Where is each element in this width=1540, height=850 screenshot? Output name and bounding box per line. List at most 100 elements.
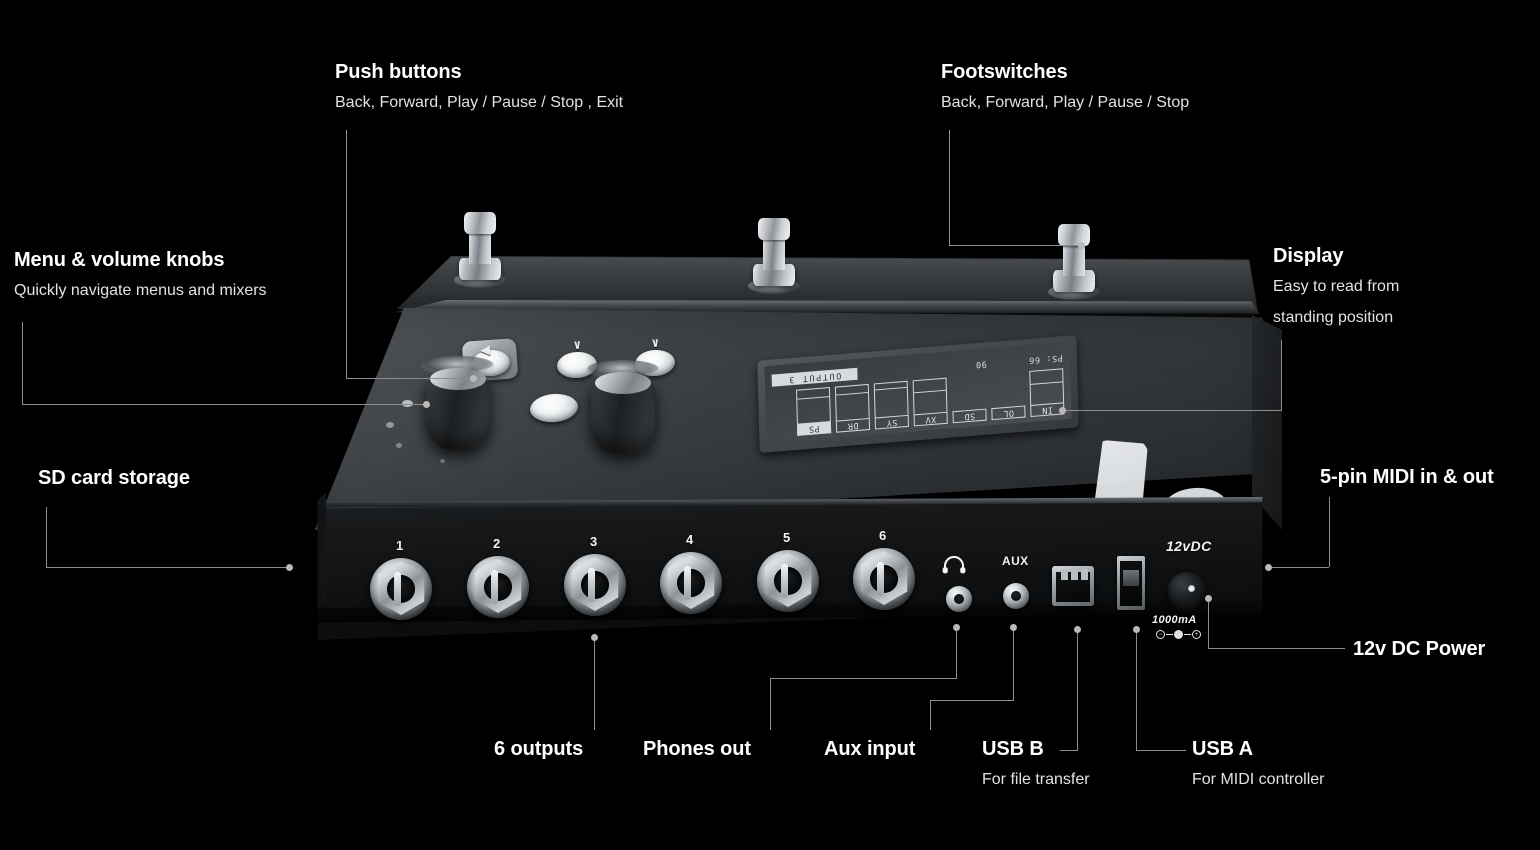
usb-b-pin: [1061, 569, 1068, 580]
callout-sd-card: SD card storage: [38, 466, 190, 490]
output-jack-5[interactable]: [757, 550, 819, 612]
polarity-outer-ring: +: [1192, 630, 1201, 639]
usb-a-port[interactable]: [1117, 556, 1145, 610]
callout-subtitle: For MIDI controller: [1192, 771, 1325, 788]
top-panel-pip: [386, 422, 394, 428]
callout-usb-a: USB A For MIDI controller: [1192, 737, 1324, 795]
lcd-channel: SD: [951, 375, 987, 424]
jack-hole: [581, 571, 609, 599]
footswitch-cap: [758, 218, 790, 240]
callout-title: 6 outputs: [494, 738, 584, 760]
device-illustration: ◀ ∨ ∨ IN: [290, 200, 1290, 680]
lcd-channel-fill: [1029, 368, 1064, 386]
polarity-center-pin: [1174, 630, 1183, 639]
top-panel-pip: [396, 443, 402, 448]
callout-footswitches: Footswitches Back, Forward, Play / Pause…: [941, 60, 1189, 118]
footswitch-3[interactable]: [1048, 224, 1100, 300]
headphones-icon: [942, 556, 966, 574]
top-panel-pip: [402, 400, 413, 407]
jack-slot: [781, 564, 788, 598]
polarity-line: [1166, 633, 1173, 636]
usb-b-pin: [1071, 569, 1078, 580]
aux-label: AUX: [1002, 554, 1029, 568]
lcd-status-mid: 90: [975, 358, 987, 370]
callout-usb-b: USB B For file transfer: [982, 737, 1090, 795]
footswitch-shaft: [763, 236, 785, 270]
callout-push-buttons: Push buttons Back, Forward, Play / Pause…: [335, 60, 623, 118]
dc-power-jack[interactable]: [1167, 572, 1207, 612]
output-jack-2[interactable]: [467, 556, 529, 618]
callout-title: Footswitches: [941, 61, 1068, 83]
output-jack-number: 6: [879, 528, 887, 543]
aux-jack[interactable]: [1003, 583, 1029, 609]
output-jack-6[interactable]: [853, 548, 915, 610]
jack-hole: [774, 567, 802, 595]
output-jack-number: 1: [396, 538, 404, 553]
jack-hole: [677, 569, 705, 597]
output-jack-number: 4: [686, 532, 694, 547]
callout-title: Aux input: [824, 738, 916, 760]
callout-title: Phones out: [643, 738, 751, 760]
callout-menu-knobs: Menu & volume knobs Quickly navigate men…: [14, 248, 267, 306]
knob-top: [430, 368, 486, 390]
jack-hole: [484, 573, 512, 601]
footswitch-2[interactable]: [748, 218, 800, 294]
lcd-selected-output: OUTPUT 3: [771, 368, 858, 388]
callout-title: 12v DC Power: [1353, 638, 1486, 660]
device-right-side-panel: [1252, 315, 1282, 530]
polarity-line: [1184, 633, 1191, 636]
callout-title: USB B: [982, 738, 1044, 760]
lcd-channel-bar: [873, 387, 909, 418]
lcd-channel: XV: [912, 377, 948, 427]
jack-hole: [387, 575, 415, 603]
callout-title: USB A: [1192, 738, 1253, 760]
callout-subtitle: For file transfer: [982, 771, 1090, 788]
lcd-channel-label: OL: [991, 405, 1026, 421]
lcd-channel-bar: [912, 390, 948, 415]
lcd-channel: PS: [796, 387, 832, 436]
lcd-channel: SY: [873, 380, 909, 430]
output-jack-3[interactable]: [564, 554, 626, 616]
lcd-status-left: PS: 66: [1028, 352, 1063, 366]
knob-top: [595, 372, 651, 394]
lcd-channel-bar: [1029, 382, 1065, 406]
lcd-channel-bar: [835, 392, 870, 421]
jack-slot: [877, 562, 884, 596]
jack-hole: [954, 594, 964, 604]
callout-title: Push buttons: [335, 61, 462, 83]
current-label: 1000mA: [1152, 614, 1197, 626]
footswitch-1[interactable]: [454, 212, 506, 288]
jack-hole: [1011, 591, 1021, 601]
callout-subtitle: Back, Forward, Play / Pause / Stop , Exi…: [335, 94, 624, 111]
footswitch-cap: [464, 212, 496, 234]
callout-aux: Aux input: [824, 737, 915, 761]
callout-title: Menu & volume knobs: [14, 249, 225, 271]
footswitch-cap: [1058, 224, 1090, 246]
polarity-symbol-icon: − +: [1156, 630, 1201, 639]
lcd-channel-bar: [796, 397, 831, 424]
output-jack-1[interactable]: [370, 558, 432, 620]
usb-a-tongue: [1123, 570, 1139, 586]
callout-subtitle: Easy to read from standing position: [1273, 278, 1400, 327]
output-jack-number: 5: [783, 530, 791, 545]
jack-slot: [491, 570, 498, 604]
callout-subtitle: Quickly navigate menus and mixers: [14, 282, 267, 299]
callout-display: Display Easy to read from standing posit…: [1273, 244, 1443, 333]
output-jack-4[interactable]: [660, 552, 722, 614]
device-left-end-cap: [318, 492, 326, 610]
footswitch-shaft: [1063, 242, 1085, 276]
top-panel-pip: [440, 459, 445, 463]
lcd-channel-fill: [912, 377, 947, 394]
jack-hole: [870, 565, 898, 593]
jack-slot: [684, 566, 691, 600]
usb-b-port[interactable]: [1052, 566, 1094, 606]
callout-title: SD card storage: [38, 467, 190, 489]
output-jack-number: 3: [590, 534, 598, 549]
headphones-jack[interactable]: [946, 586, 972, 612]
callout-title: Display: [1273, 245, 1344, 267]
callout-title: 5-pin MIDI in & out: [1320, 466, 1494, 488]
voltage-label: 12vDC: [1166, 538, 1212, 554]
callout-phones: Phones out: [643, 737, 751, 761]
lcd-channel: DR: [834, 383, 871, 433]
